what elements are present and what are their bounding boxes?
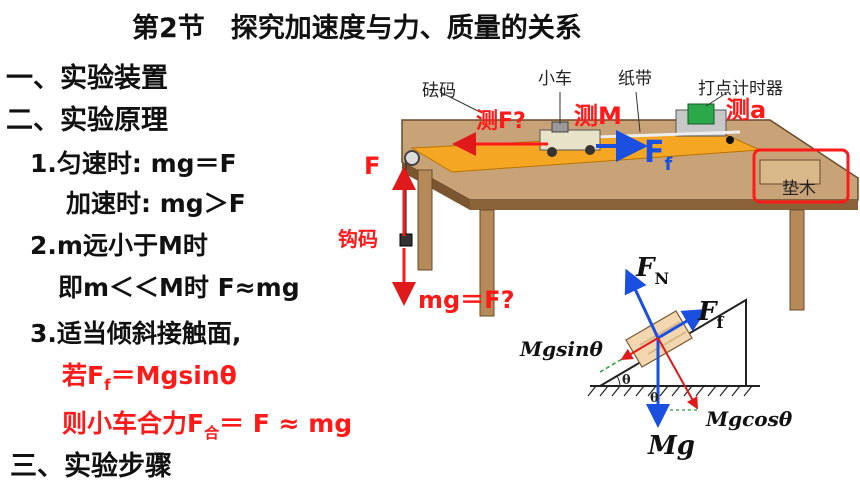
measure-accel-label: 测a [726,96,766,124]
parallel-component-arrow [620,337,659,361]
principle-line-2a: 2.m远小于M时 [30,231,208,260]
force-diagram: θ θ FN Ff Mgsinθ Mgcosθ Mg [519,253,793,461]
apparatus-diagram: 砝码 小车 纸带 打点计时器 垫木 测F? 测M 测a Ff F 钩码 mg＝F… [338,64,860,318]
incline-friction-label: Ff [697,297,724,332]
mg-equals-f-label: mg＝F? [418,286,515,314]
pulley [404,150,420,166]
section-number: 第2节 [132,13,205,44]
tape-label: 纸带 [618,69,652,89]
normal-force-label: FN [635,253,669,288]
p4-post: ＝Mgsinθ [110,361,237,390]
component-angle-label: θ [650,391,659,406]
p5-sub: 合 [204,424,220,442]
timer-body [687,103,715,125]
principle-line-4: 若Ff＝Mgsinθ [62,356,237,394]
table-leg-2 [479,209,495,317]
hook-label: 钩码 [338,227,378,251]
p4-pre: 若F [62,361,105,390]
perpendicular-component-label: Mgcosθ [705,407,793,431]
p5-pre: 则小车合力F [62,409,205,438]
measure-mass-label: 测M [574,102,622,130]
pad-label: 垫木 [782,179,816,199]
p5-post: ＝ F ≈ mg [219,409,353,438]
wooden-pad [759,159,821,185]
principle-line-3: 3.适当倾斜接触面, [30,319,242,348]
table-leg-1 [417,169,433,271]
normal-force-arrow [624,268,660,339]
hook-weight [399,233,413,247]
incline-angle-label: θ [622,373,631,388]
heading-steps: 三、实验步骤 [10,451,172,482]
parallel-component-label: Mgsinθ [519,337,604,361]
p4-sub: f [104,376,111,394]
gravity-label: Mg [647,431,695,461]
timer-label: 打点计时器 [698,79,783,99]
heading-apparatus: 一、实验装置 [6,63,168,94]
principle-line-5: 则小车合力F合＝ F ≈ mg [62,404,353,442]
principle-line-1a: 1.匀速时: mg＝F [30,149,237,178]
table-leg-3 [789,209,805,311]
section-topic: 探究加速度与力、质量的关系 [230,13,582,44]
weight-label: 砝码 [422,81,456,101]
principle-line-1b: 加速时: mg＞F [66,189,246,218]
incline-friction-arrow [657,308,708,340]
perpendicular-component-arrow [657,337,698,410]
cart-label: 小车 [538,69,572,89]
cart-body [539,129,601,151]
page-title: 第2节探究加速度与力、质量的关系 [132,6,582,45]
principle-line-2b: 即m＜＜M时 F≈mg [58,273,300,302]
friction-label: Ff [644,135,673,175]
tension-f-label: F [364,152,380,180]
heading-principle: 二、实验原理 [6,105,168,136]
measure-force-label: 测F? [476,109,526,134]
pad-highlight-box [752,148,850,204]
